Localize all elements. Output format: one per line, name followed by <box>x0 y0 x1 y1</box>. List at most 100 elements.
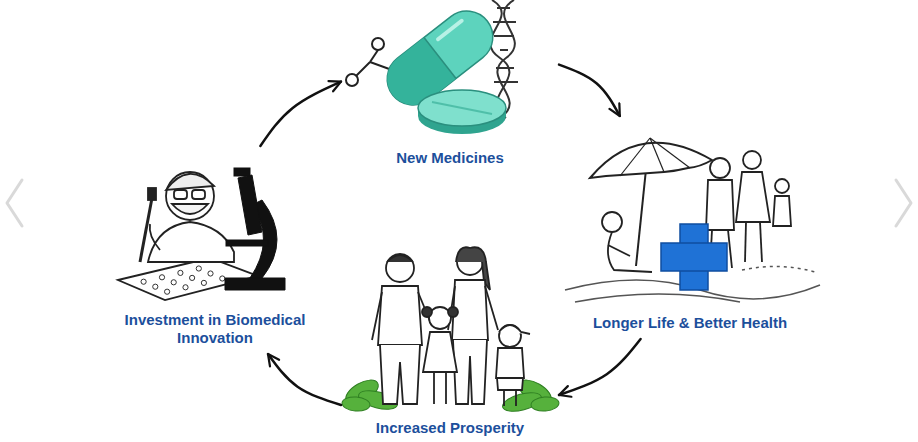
family-figures <box>503 390 505 406</box>
node-label: Increased Prosperity <box>376 419 524 437</box>
well-plate <box>141 266 225 294</box>
capsule-pill <box>438 21 462 39</box>
well-plate <box>183 285 188 290</box>
tablet-pill <box>418 90 506 126</box>
family-figures <box>485 286 498 330</box>
health-cross <box>681 244 707 270</box>
well-plate <box>171 280 176 285</box>
scientist-figure <box>166 172 214 220</box>
illustration-group: New Medicines <box>345 0 555 170</box>
nav-chevron <box>896 180 911 226</box>
molecule-sketch <box>356 62 370 76</box>
scientist-figure <box>148 222 234 262</box>
grandparent-figure <box>736 172 770 222</box>
nav-chevron <box>7 180 22 226</box>
scientist-figure <box>148 188 156 200</box>
well-plate <box>141 279 146 284</box>
scientist-figure <box>192 190 205 199</box>
cycle-arrow <box>559 65 620 116</box>
family-figures <box>499 325 530 334</box>
microscope <box>238 175 262 235</box>
well-plate <box>159 275 164 280</box>
family-figures <box>496 348 524 378</box>
family-figures <box>445 372 447 404</box>
tablet-pill <box>432 102 492 114</box>
family-figures <box>433 372 435 404</box>
dna-helix <box>494 35 514 37</box>
capsule-pill <box>424 38 456 79</box>
family-figures <box>372 292 382 340</box>
family-figures <box>515 390 517 406</box>
dna-helix <box>500 49 508 51</box>
molecule-sketch <box>346 74 358 86</box>
dna-helix <box>497 7 510 9</box>
well-plate <box>153 284 158 289</box>
dna-helix <box>494 81 518 83</box>
microscope <box>225 278 285 290</box>
family-figures <box>372 247 530 406</box>
grandparent-figure <box>728 230 732 268</box>
green-leaves <box>341 375 559 415</box>
illustration-group: Longer Life & Better Health <box>560 120 820 335</box>
grandparent-figure <box>745 222 746 262</box>
well-plate <box>178 270 183 275</box>
grandparent-figure <box>775 179 789 193</box>
family-figures <box>386 254 414 282</box>
tablet-pill <box>418 90 506 134</box>
well-plate <box>196 266 201 271</box>
scientist-figure <box>172 204 208 214</box>
well-plate <box>165 289 170 294</box>
dna-helix <box>493 21 516 23</box>
illustration-group: Increased Prosperity <box>345 240 555 440</box>
molecule-sketch <box>372 38 384 50</box>
dna-helix <box>496 67 514 69</box>
well-plate <box>208 271 213 276</box>
family-figures <box>497 378 523 390</box>
scientist-figure <box>174 190 187 199</box>
molecule-sketch <box>370 50 378 62</box>
scientist-figure <box>166 174 214 190</box>
family-figures <box>423 332 457 372</box>
green-leaves <box>530 396 559 412</box>
grandparent-figure <box>760 222 762 262</box>
cycle-arrow <box>559 339 641 395</box>
node-label: Longer Life & Better Health <box>593 314 787 332</box>
grandparent-figure <box>608 245 630 256</box>
cycle-arrow <box>260 82 341 146</box>
family-figures <box>448 307 458 317</box>
grandparent-figure <box>743 151 761 169</box>
microscope <box>226 240 268 246</box>
grandparent-figure <box>608 232 652 272</box>
node-label: New Medicines <box>396 149 504 167</box>
grandparent-figure <box>602 151 791 272</box>
family-figures <box>378 286 422 345</box>
node-label: Investment in Biomedical Innovation <box>113 311 317 347</box>
family-figures <box>387 255 413 262</box>
cycle-arrow <box>268 354 341 405</box>
scientist-figure <box>150 224 160 250</box>
well-plate <box>220 276 225 281</box>
well-plate <box>190 275 195 280</box>
microscope <box>234 168 250 176</box>
health-cross <box>661 243 727 271</box>
beach-umbrella <box>650 138 690 168</box>
scientist-figure <box>140 172 234 262</box>
beach-umbrella <box>590 143 712 178</box>
grandparent-figure <box>602 212 622 232</box>
beach-umbrella <box>620 138 650 176</box>
grandparent-figure <box>710 158 730 178</box>
grandparent-figure <box>773 196 791 226</box>
family-figures <box>380 345 420 404</box>
well-plate <box>201 280 206 285</box>
health-cross <box>661 224 727 290</box>
microscope <box>225 168 285 290</box>
health-cross <box>680 224 708 290</box>
grandparent-figure <box>706 180 734 230</box>
nav-chevron <box>7 180 911 226</box>
beach-sand <box>575 294 740 302</box>
green-leaves <box>341 396 370 412</box>
